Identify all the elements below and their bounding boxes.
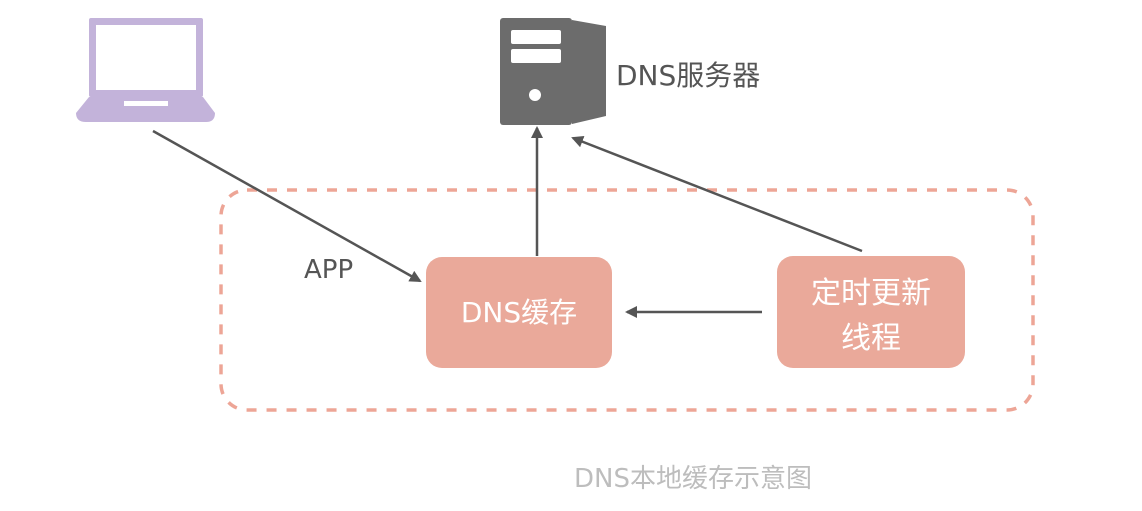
app-boundary <box>219 188 1035 412</box>
server-label: DNS服务器 <box>616 59 760 92</box>
dns-cache-label: DNS缓存 <box>461 296 577 329</box>
dns-cache-box <box>426 257 612 368</box>
laptop-icon <box>76 18 215 122</box>
diagram-caption: DNS本地缓存示意图 <box>574 464 812 494</box>
update-thread-box <box>777 256 965 368</box>
update-thread-label-line2: 线程 <box>841 321 901 356</box>
update-thread-label-line1: 定时更新 <box>811 276 931 311</box>
arrow-updater-to-server <box>571 136 863 253</box>
app-label: APP <box>304 255 353 285</box>
server-icon <box>500 18 606 125</box>
arrow-laptop-to-cache <box>152 129 422 283</box>
